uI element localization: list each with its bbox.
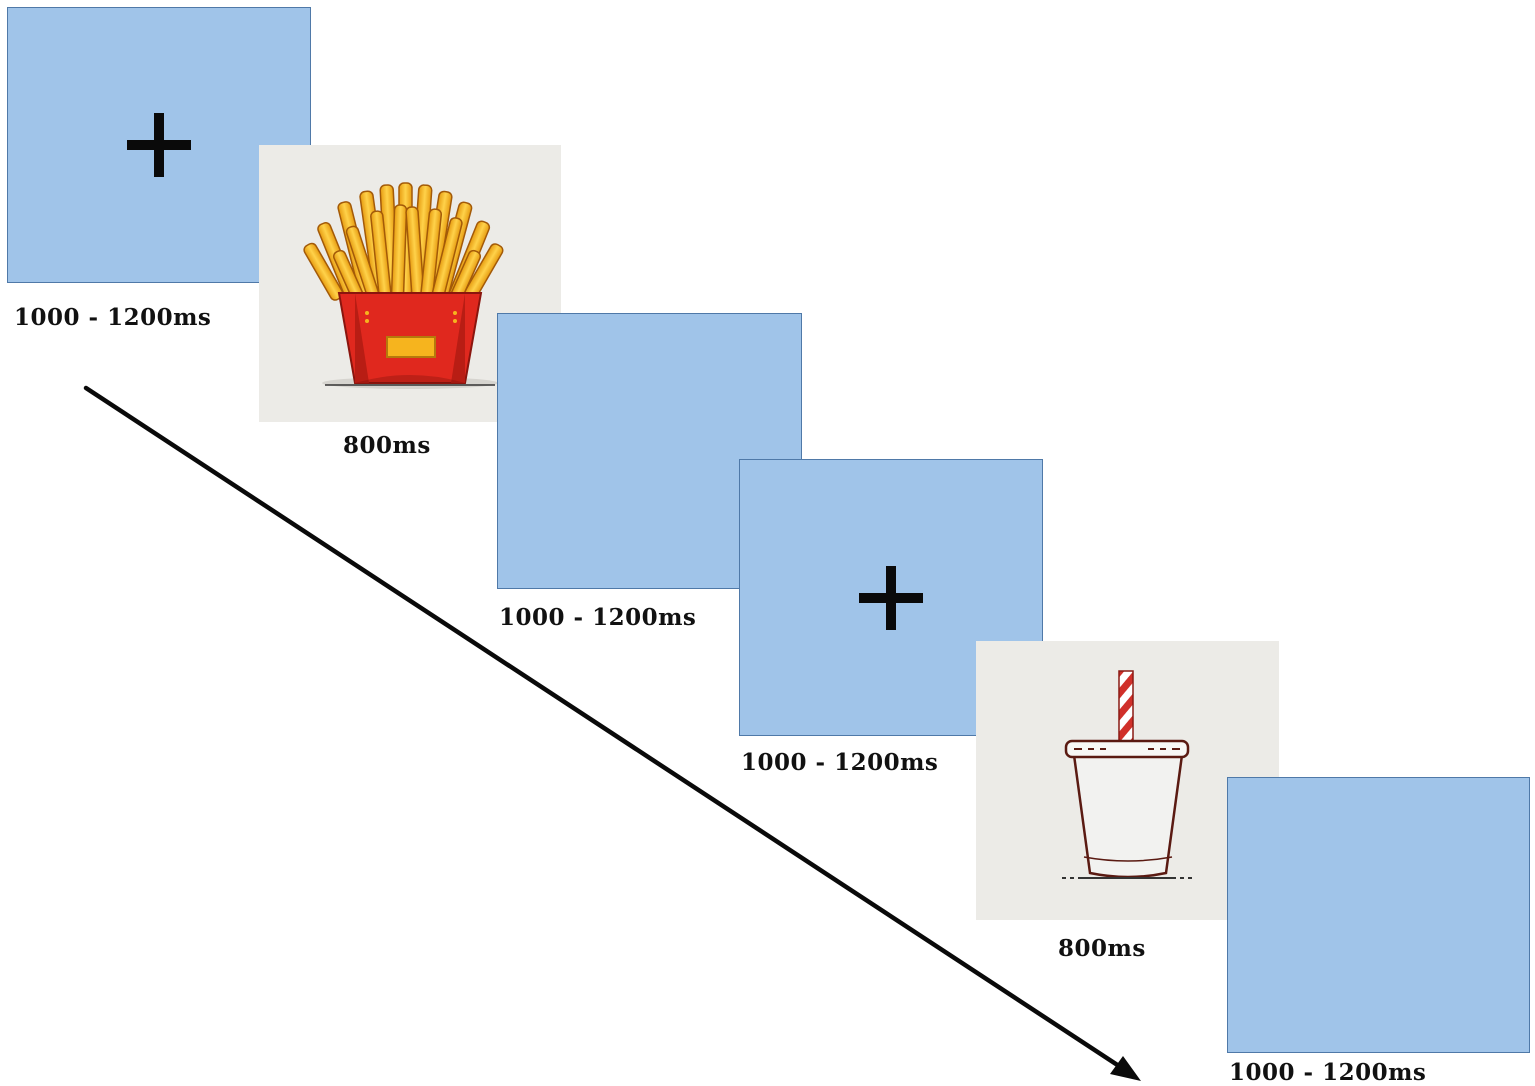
fixation-cross-icon <box>127 113 191 177</box>
drink-cup-icon <box>1062 670 1192 879</box>
blank-screen-2 <box>1227 777 1530 1053</box>
drink-picture-duration: 800ms <box>1058 935 1146 962</box>
food-picture-duration: 800ms <box>343 432 431 459</box>
french-fries-icon <box>303 182 504 389</box>
fixation-2-duration: 1000 - 1200ms <box>741 749 939 776</box>
fixation-1-duration: 1000 - 1200ms <box>14 304 212 331</box>
fixation-cross-icon <box>859 565 923 630</box>
blank-1-duration: 1000 - 1200ms <box>499 604 697 631</box>
blank-2-duration: 1000 - 1200ms <box>1229 1059 1427 1086</box>
